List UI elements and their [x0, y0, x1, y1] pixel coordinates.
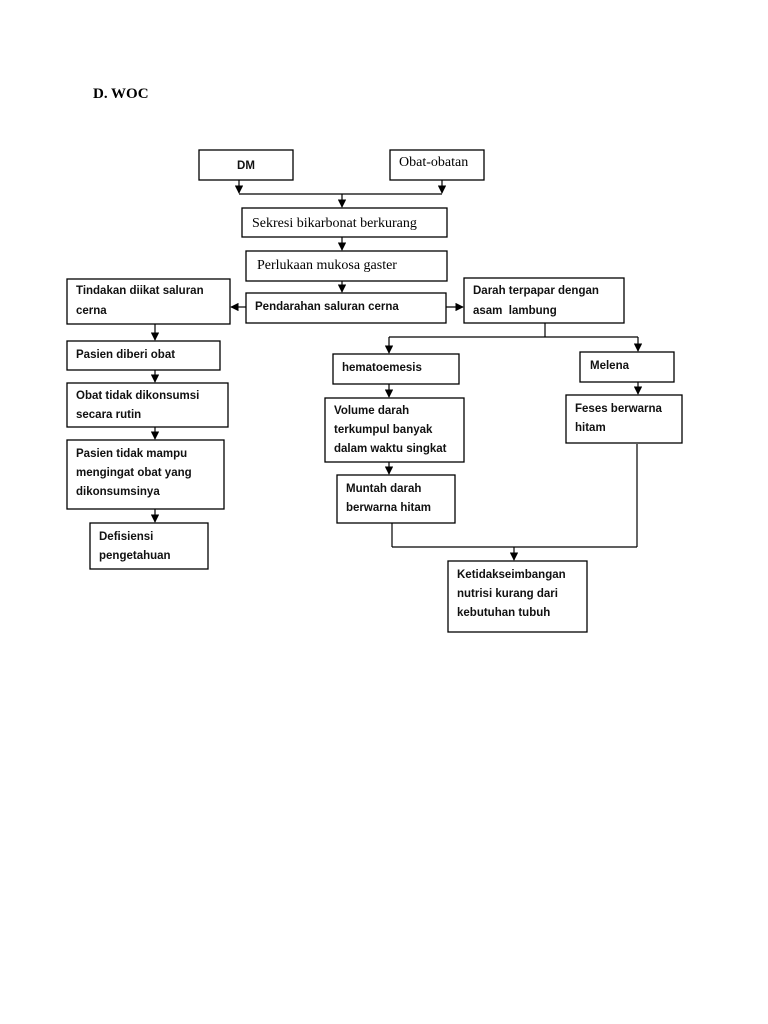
- node-defisiensi-line2: pengetahuan: [99, 550, 171, 562]
- node-tindakan: Tindakan diikat saluran cerna: [66, 278, 231, 325]
- node-muntah-line1: Muntah darah: [346, 483, 421, 495]
- node-obat-tidak: Obat tidak dikonsumsi secara rutin: [66, 382, 229, 428]
- node-obat-tidak-line2: secara rutin: [76, 409, 141, 421]
- diagram-heading: D. WOC: [93, 86, 149, 102]
- node-volume-line2: terkumpul banyak: [334, 424, 433, 436]
- node-pendarahan-label: Pendarahan saluran cerna: [255, 301, 399, 313]
- node-muntah-line2: berwarna hitam: [346, 502, 431, 514]
- node-darah: Darah terpapar dengan asam lambung: [463, 277, 625, 324]
- node-dm-label: DM: [237, 160, 255, 172]
- node-pasien-mampu-line3: dikonsumsinya: [76, 486, 160, 498]
- node-hematoemesis: hematoemesis: [332, 353, 460, 385]
- node-perlukaan: Perlukaan mukosa gaster: [245, 250, 448, 282]
- node-pasien-mampu-line2: mengingat obat yang: [76, 467, 192, 479]
- node-sekresi: Sekresi bikarbonat berkurang: [241, 207, 448, 238]
- node-obat: Obat-obatan: [389, 149, 485, 181]
- node-defisiensi-line1: Defisiensi: [99, 531, 153, 543]
- node-ketidak-line2: nutrisi kurang dari: [457, 588, 558, 600]
- node-dm: DM: [198, 149, 294, 181]
- node-perlukaan-label: Perlukaan mukosa gaster: [257, 258, 397, 273]
- node-defisiensi: Defisiensi pengetahuan: [89, 522, 209, 570]
- node-pasien-mampu-line1: Pasien tidak mampu: [76, 448, 187, 460]
- node-melena: Melena: [579, 351, 675, 383]
- node-obat-tidak-line1: Obat tidak dikonsumsi: [76, 390, 199, 402]
- node-tindakan-line2: cerna: [76, 305, 107, 317]
- node-ketidak-line3: kebutuhan tubuh: [457, 607, 550, 619]
- node-pasien-mampu: Pasien tidak mampu mengingat obat yang d…: [66, 439, 225, 510]
- node-feses-line2: hitam: [575, 422, 606, 434]
- node-muntah: Muntah darah berwarna hitam: [336, 474, 456, 524]
- node-pasien-obat-label: Pasien diberi obat: [76, 349, 175, 361]
- node-ketidak-line1: Ketidakseimbangan: [457, 569, 566, 581]
- node-feses: Feses berwarna hitam: [565, 394, 683, 444]
- node-feses-line1: Feses berwarna: [575, 403, 663, 415]
- node-volume-line3: dalam waktu singkat: [334, 443, 447, 455]
- node-tindakan-line1: Tindakan diikat saluran: [76, 285, 204, 297]
- node-sekresi-label: Sekresi bikarbonat berkurang: [252, 216, 417, 231]
- node-darah-line2: asam lambung: [473, 305, 557, 317]
- node-volume-line1: Volume darah: [334, 405, 409, 417]
- node-pendarahan: Pendarahan saluran cerna: [245, 292, 447, 324]
- node-hematoemesis-label: hematoemesis: [342, 362, 422, 374]
- node-melena-label: Melena: [590, 360, 630, 372]
- node-ketidak: Ketidakseimbangan nutrisi kurang dari ke…: [447, 560, 588, 633]
- connectors: [150, 180, 643, 561]
- node-pasien-obat: Pasien diberi obat: [66, 340, 221, 371]
- node-volume: Volume darah terkumpul banyak dalam wakt…: [324, 397, 465, 463]
- node-darah-line1: Darah terpapar dengan: [473, 285, 599, 297]
- node-obat-label: Obat-obatan: [399, 155, 468, 170]
